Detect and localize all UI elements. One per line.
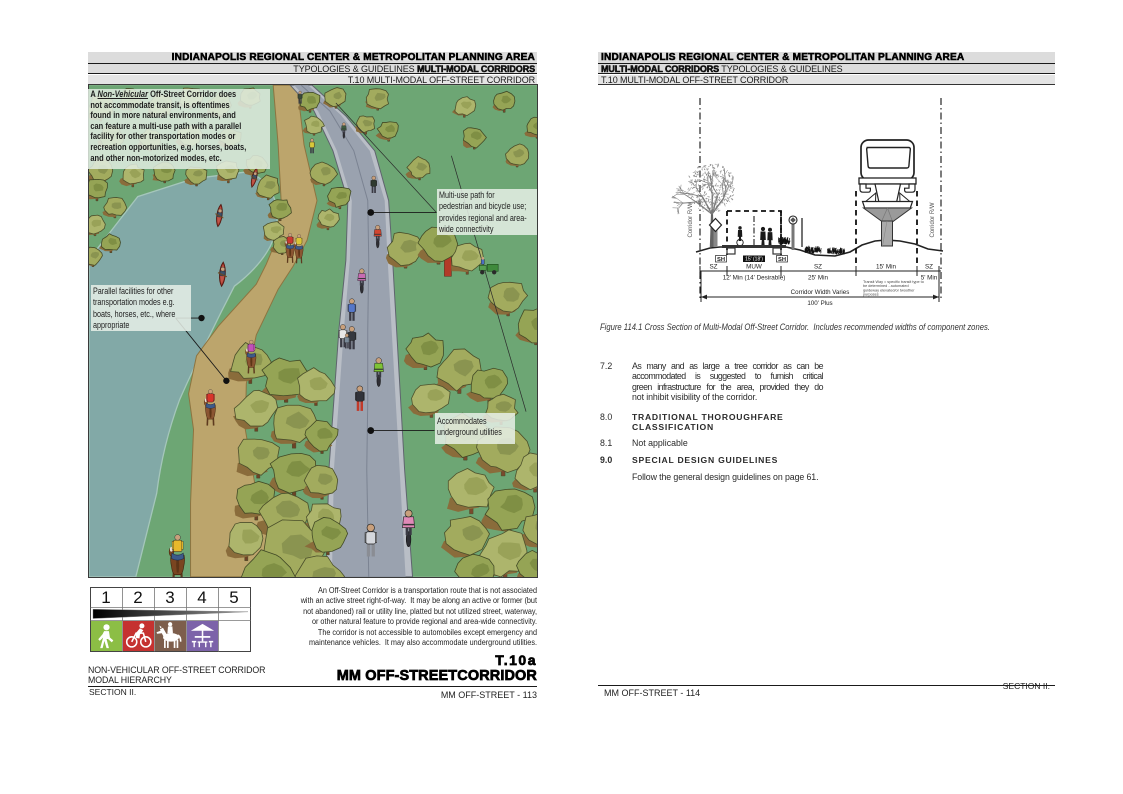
svg-text:purposes: purposes (863, 293, 879, 297)
svg-text:15' Min: 15' Min (876, 264, 897, 271)
svg-text:SZ: SZ (925, 264, 933, 271)
svg-text:SZ: SZ (709, 264, 717, 271)
svg-text:2: 2 (133, 588, 142, 607)
svg-text:100' Plus: 100' Plus (807, 300, 832, 307)
svg-text:SZ: SZ (814, 264, 822, 271)
svg-text:3: 3 (165, 588, 174, 607)
svg-text:Corridor R/W: Corridor R/W (930, 202, 936, 237)
svg-text:Transit Way = specific transit: Transit Way = specific transit type to (863, 280, 924, 284)
svg-text:1: 1 (101, 588, 110, 607)
svg-text:5: 5 (229, 588, 238, 607)
svg-text:5' Min: 5' Min (921, 275, 938, 282)
svg-text:SH: SH (778, 257, 786, 263)
svg-text:4: 4 (197, 588, 206, 607)
svg-text:Corridor Width Varies: Corridor Width Varies (791, 289, 850, 296)
svg-text:SH: SH (717, 257, 725, 263)
svg-text:15' (18'): 15' (18') (745, 257, 763, 263)
svg-text:25' Min: 25' Min (808, 275, 829, 282)
svg-text:be determined - automated: be determined - automated (863, 284, 909, 288)
svg-text:Corridor R/W: Corridor R/W (688, 202, 694, 237)
svg-text:guideway elevated/or twoother: guideway elevated/or twoother (863, 288, 915, 292)
svg-text:MUW: MUW (746, 264, 762, 271)
svg-text:12' Min (14' Desirable): 12' Min (14' Desirable) (723, 275, 786, 282)
